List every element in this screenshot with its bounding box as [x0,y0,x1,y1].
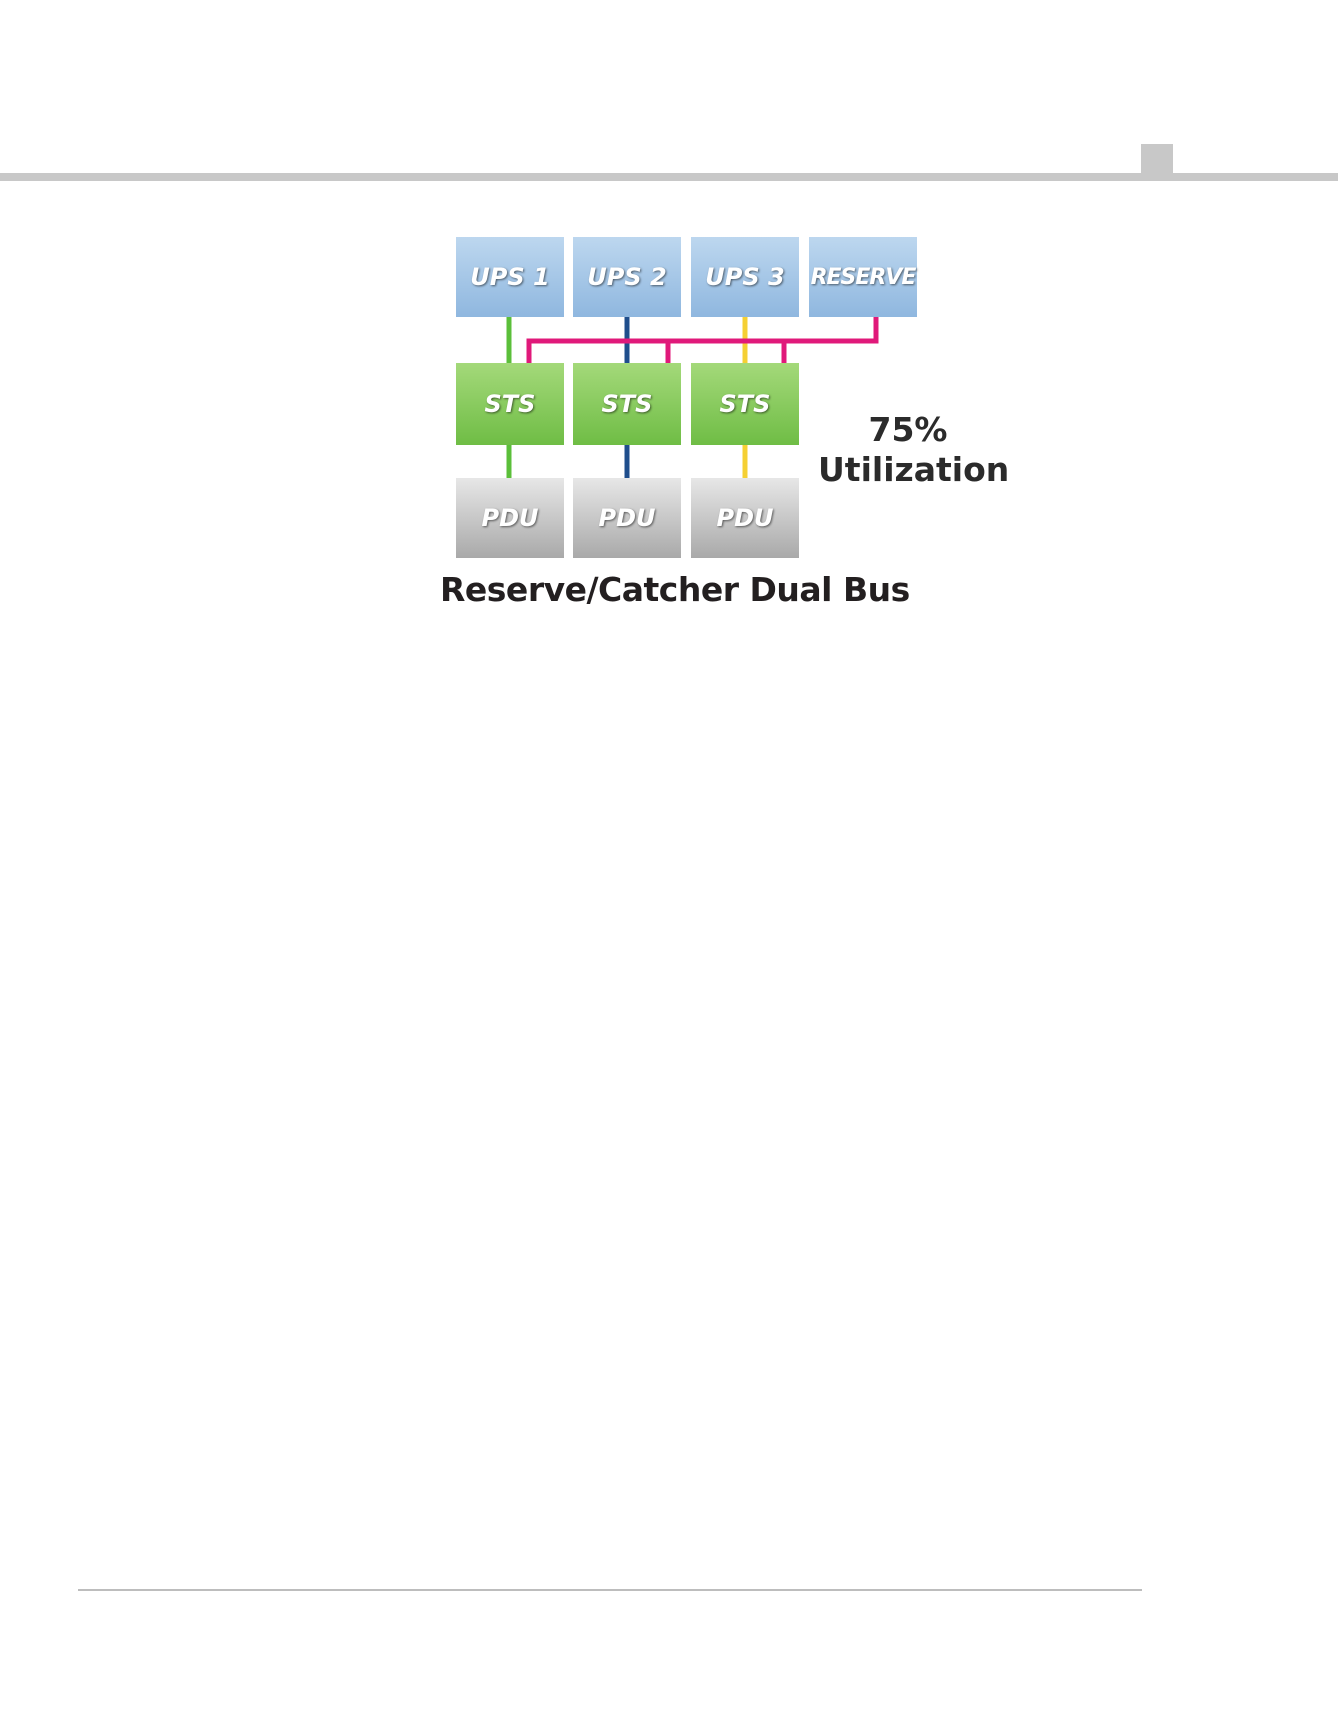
footer-rule [78,1589,1142,1591]
utilization-value: 75% [868,410,948,449]
utilization-annotation: 75% Utilization [818,410,1010,490]
pdu-1-box: PDU [456,478,564,558]
ups-1-box: UPS 1 [456,237,564,317]
pdu-2-box: PDU [573,478,681,558]
bus-wires [506,317,879,478]
wire-reserve-bus [526,317,879,363]
header-tab-marker [1141,144,1173,177]
ups-2-box: UPS 2 [573,237,681,317]
diagram-caption: Reserve/Catcher Dual Bus [440,570,910,609]
header-rule [0,173,1338,181]
utilization-label: Utilization [818,450,1010,489]
reserve-box: RESERVE [809,237,917,317]
reserve-catcher-diagram: UPS 1 UPS 2 UPS 3 RESERVE STS STS STS PD… [0,0,1338,700]
ups-3-box: UPS 3 [691,237,799,317]
pdu-3-box: PDU [691,478,799,558]
sts-3-box: STS [691,363,799,445]
sts-2-box: STS [573,363,681,445]
sts-1-box: STS [456,363,564,445]
